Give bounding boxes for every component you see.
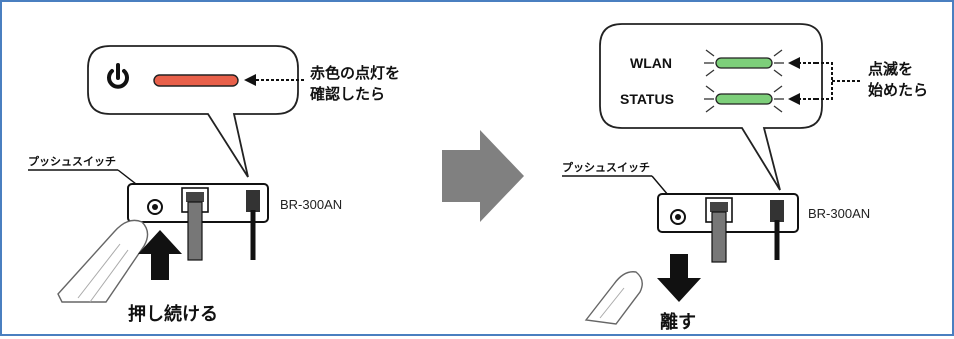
wlan-label: WLAN [630,55,672,71]
left-model-label: BR-300AN [280,197,342,212]
left-finger [57,219,149,303]
right-panel: WLAN STATUS 点滅を 始めたら プッシュスイッチ [562,23,928,333]
right-model-label: BR-300AN [808,206,870,221]
left-router-device [127,183,269,261]
status-led-blink [704,85,784,113]
left-power-port [246,190,260,212]
left-press-arrow [138,230,182,280]
left-callout-text-1: 赤色の点灯を [310,64,400,82]
status-label: STATUS [620,91,674,107]
right-action-label: 離す [660,311,696,333]
power-led [153,74,239,87]
right-lan-cable [711,211,727,263]
left-push-switch-label: プッシュスイッチ [28,154,116,168]
right-push-switch-label: プッシュスイッチ [562,160,650,174]
left-panel: 赤色の点灯を 確認したら プッシュスイッチ BR-300AN 押し続ける [28,45,400,325]
power-icon [107,63,129,89]
right-router-device [657,193,799,263]
left-action-label: 押し続ける [128,303,218,325]
transition-arrow [442,130,524,222]
status-led [715,93,773,105]
left-lan-cable [187,201,203,261]
right-finger [584,271,643,325]
wlan-led-blink [704,49,784,77]
instruction-diagram: 赤色の点灯を 確認したら プッシュスイッチ BR-300AN 押し続ける [28,23,928,333]
right-power-port [770,200,784,222]
right-release-arrow [657,254,701,302]
right-callout-text-1: 点滅を [868,60,913,78]
left-callout-text-2: 確認したら [309,85,385,103]
wlan-led [715,57,773,69]
right-callout-text-2: 始めたら [868,81,928,99]
